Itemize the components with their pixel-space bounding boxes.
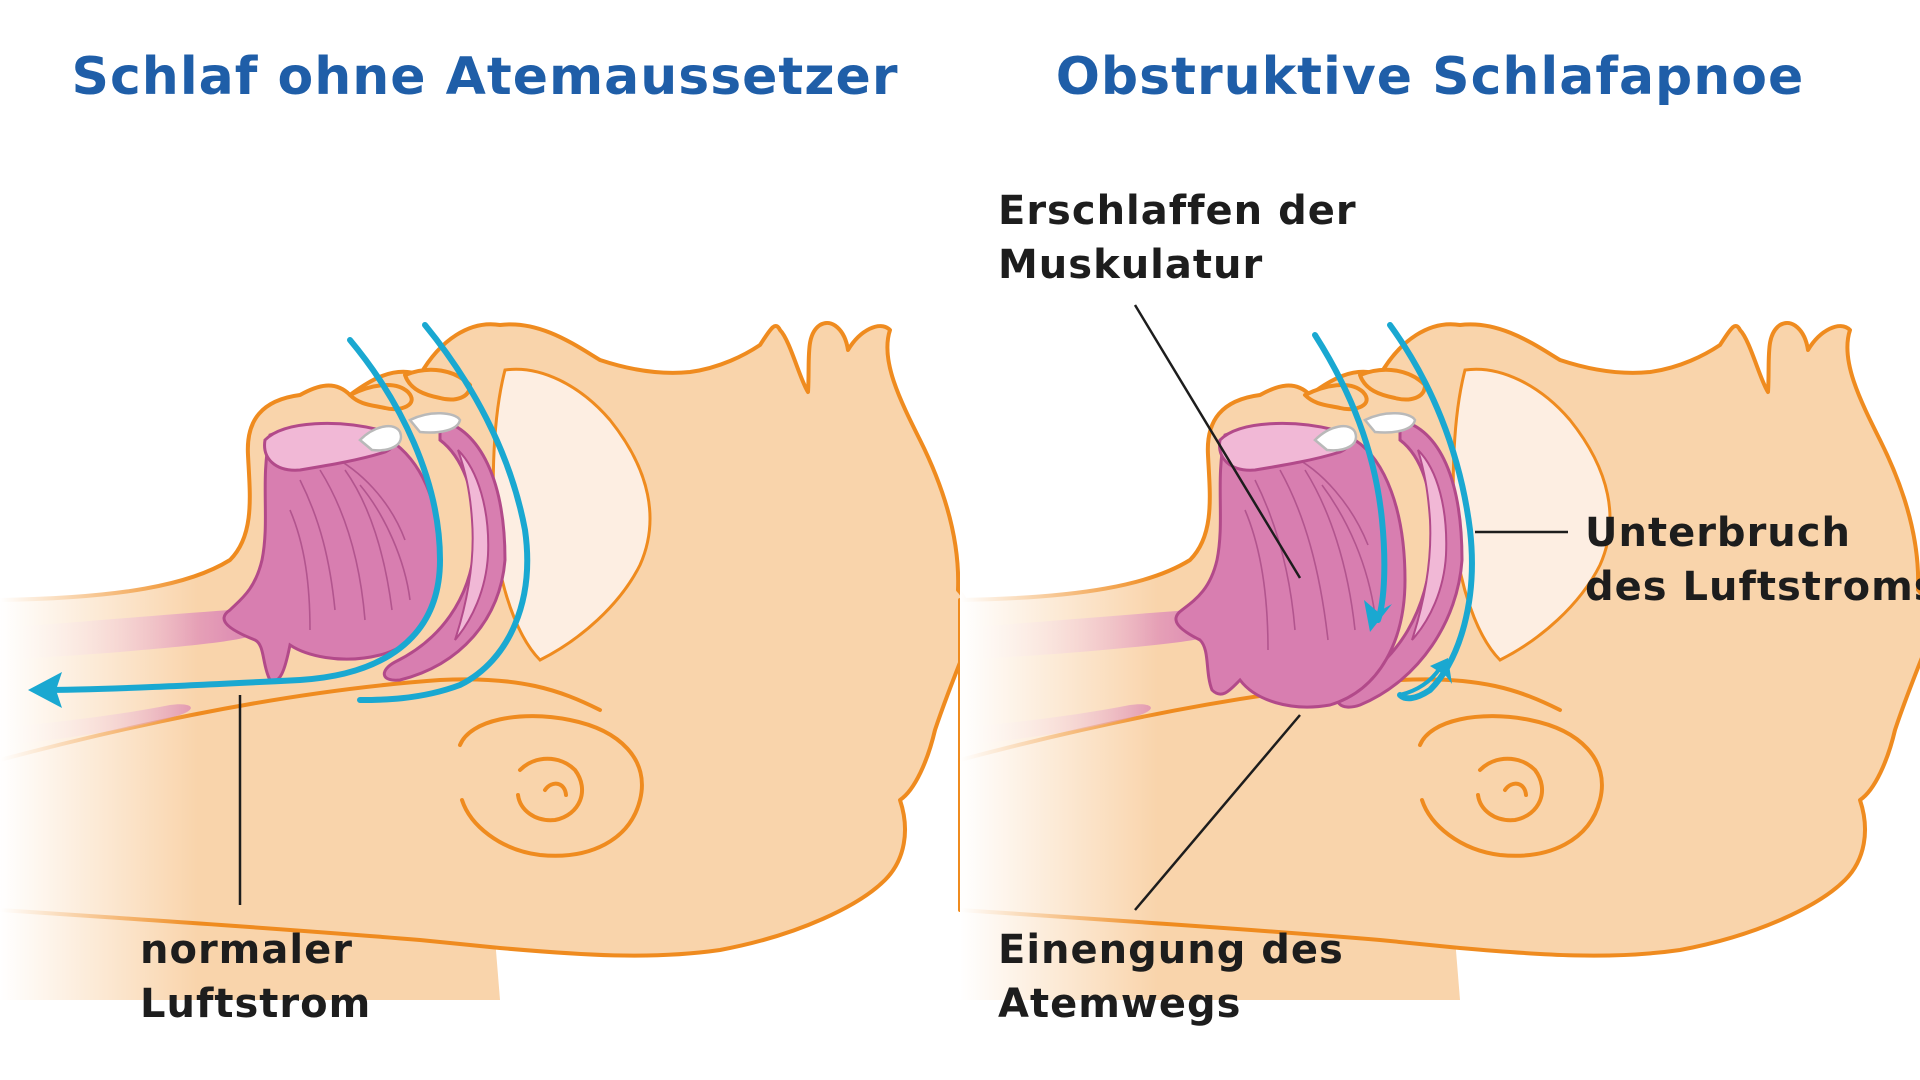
label-muscle-relaxation: Erschlaffen der Muskulatur [998, 188, 1372, 288]
label-normal-airflow: normaler Luftstrom [140, 927, 371, 1027]
airflow-arrowhead [28, 672, 62, 708]
pointer-narrowing [1134, 714, 1301, 911]
hard-palate-apnea [1218, 421, 1351, 472]
airflow-path-normal [37, 337, 443, 693]
panel-title-apnea: Obstruktive Schlafapnoe [1056, 47, 1805, 107]
label-narrowing: Einengung des Atemwegs [998, 927, 1359, 1027]
airflow-path-blocked-1 [1312, 332, 1388, 623]
airflow-path-blocked-2 [1387, 322, 1475, 702]
panel-title-normal: Schlaf ohne Atemaussetzer [72, 47, 899, 107]
tongue [222, 424, 442, 683]
hard-palate [263, 421, 396, 472]
panel-normal: Schlaf ohne Atemaussetzer normaler Lufts… [0, 47, 975, 1027]
panel-apnea: Obstruktive Schlafapnoe Erschlaffen der … [958, 47, 1920, 1027]
teeth [358, 412, 462, 452]
label-interruption: Unterbruch des Luftstroms [1585, 510, 1920, 610]
pointer-muscle [1133, 304, 1302, 579]
tongue-relaxed [1174, 422, 1407, 709]
